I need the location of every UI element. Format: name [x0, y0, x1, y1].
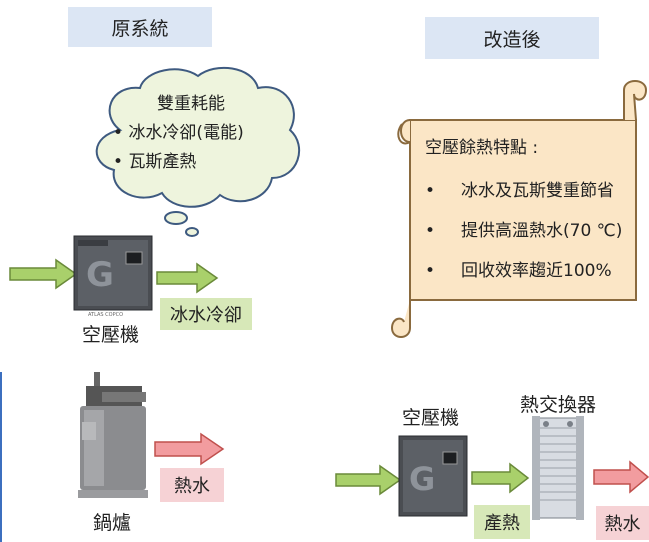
heat-arrow-green [471, 462, 530, 494]
svg-text:G: G [86, 255, 114, 295]
scroll-bullet: •提供高溫熱水(70 ℃) [425, 221, 623, 241]
scroll-banner [390, 80, 648, 338]
edge-line [0, 372, 2, 542]
air-compressor-image-right: G [398, 435, 468, 517]
svg-text:G: G [409, 460, 435, 498]
heat-exchanger-label: 熱交換器 [520, 394, 597, 416]
hot-water-label-left: 熱水 [160, 468, 224, 502]
thought-cloud [95, 66, 300, 237]
cloud-text: 雙重耗能 • 冰水冷卻(電能) • 瓦斯產熱 [113, 90, 244, 177]
left-header: 原系統 [68, 7, 212, 47]
chilled-water-label: 冰水冷卻 [160, 298, 252, 330]
compressor-brand-left: ATLAS COPCO [88, 312, 124, 318]
cloud-bullet: • 瓦斯產熱 [113, 152, 197, 172]
scroll-text: 空壓餘熱特點 : •冰水及瓦斯雙重節省 •提供高溫熱水(70 ℃) •回收效率趨… [425, 133, 622, 296]
left-compressor-label: 空壓機 [82, 324, 140, 346]
hot-water-label-right: 熱水 [596, 506, 649, 540]
heat-gen-label: 產熱 [474, 505, 530, 539]
cloud-title: 雙重耗能 [157, 94, 225, 114]
hot-water-arrow-right [592, 460, 649, 498]
air-compressor-image: G [73, 235, 153, 311]
boiler-image [78, 372, 148, 498]
right-header: 改造後 [425, 17, 599, 59]
input-arrow-green-right [335, 464, 402, 496]
scroll-title: 空壓餘熱特點 : [425, 138, 539, 158]
hot-water-arrow-left [153, 432, 225, 470]
input-arrow-green [9, 258, 78, 290]
heat-exchanger-image [532, 416, 584, 520]
chilled-arrow-green [156, 262, 219, 294]
scroll-bullet: •冰水及瓦斯雙重節省 [425, 181, 614, 201]
boiler-label: 鍋爐 [93, 512, 132, 534]
right-compressor-label: 空壓機 [402, 407, 460, 429]
scroll-bullet: •回收效率趨近100% [425, 261, 612, 281]
cloud-bullet: • 冰水冷卻(電能) [113, 123, 244, 143]
